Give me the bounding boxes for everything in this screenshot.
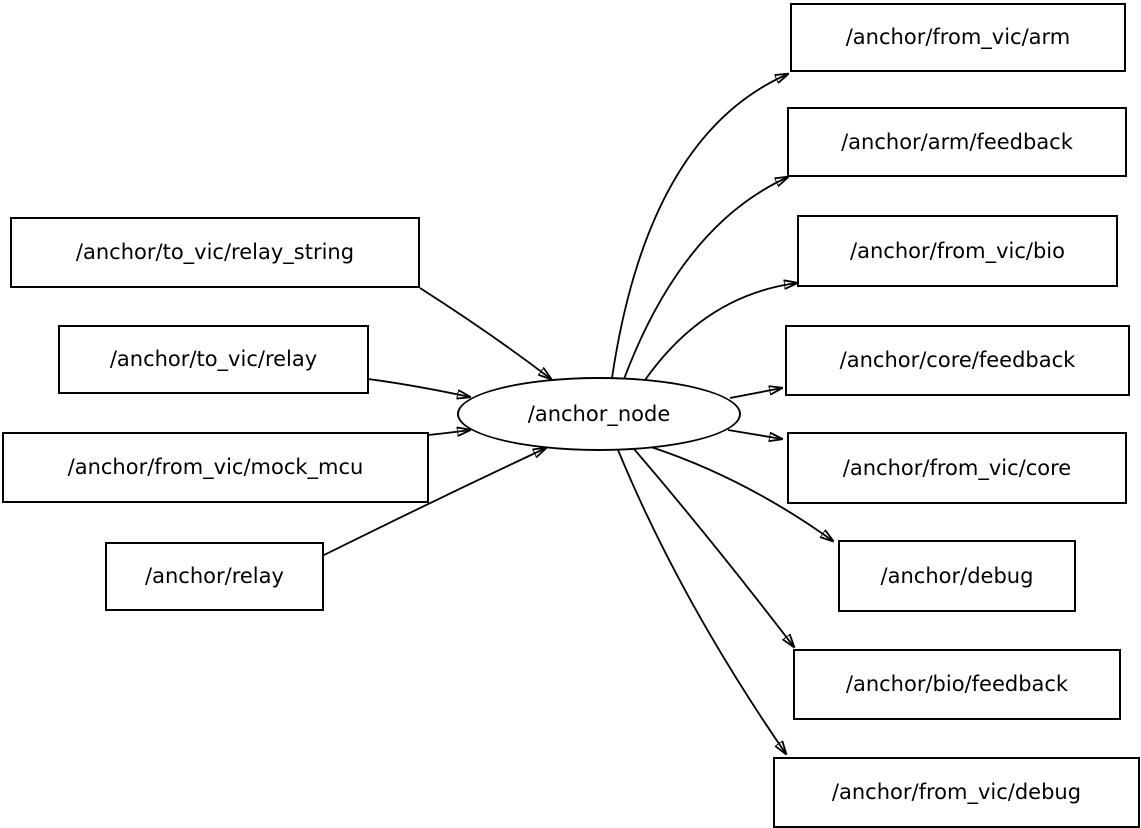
topic-node-anchor-from-vic-debug: /anchor/from_vic/debug [773,757,1140,828]
edge-anchor-node-to-from-vic-debug [617,449,786,754]
topic-label: /anchor/from_vic/core [842,455,1072,480]
topic-label: /anchor/to_vic/relay_string [75,240,355,264]
edge-anchor-node-to-arm-feedback [623,177,788,380]
topic-node-anchor-to-vic-relay: /anchor/to_vic/relay [58,325,369,394]
edge-anchor-node-to-debug [650,446,833,541]
topic-label: /anchor/core/feedback [839,348,1076,372]
topic-label: /anchor/relay [145,564,284,588]
edge-relay-to-anchor-node [321,448,546,557]
topic-node-anchor-bio-feedback: /anchor/bio/feedback [793,649,1121,720]
topic-label: /anchor/from_vic/arm [845,25,1071,49]
edge-to-vic-relay-string-to-anchor-node [419,287,551,379]
topic-label: /anchor/arm/feedback [841,129,1073,154]
topic-node-anchor-relay: /anchor/relay [105,542,324,611]
topic-label: /anchor/bio/feedback [845,672,1069,696]
edge-from-vic-mock-mcu-to-anchor-node [427,430,470,435]
edge-to-vic-relay-to-anchor-node [367,378,470,397]
ros-node-anchor-node: /anchor_node [457,377,741,451]
topic-node-anchor-to-vic-relay-string: /anchor/to_vic/relay_string [10,217,420,288]
topic-node-anchor-core-feedback: /anchor/core/feedback [785,325,1130,396]
topic-label: /anchor/from_vic/mock_mcu [67,455,364,479]
topic-node-anchor-from-vic-core: /anchor/from_vic/core [787,432,1127,504]
edge-anchor-node-to-core-feedback [729,388,782,399]
topic-node-anchor-from-vic-mock-mcu: /anchor/from_vic/mock_mcu [2,432,429,503]
node-label: /anchor_node [527,401,671,426]
topic-node-anchor-from-vic-bio: /anchor/from_vic/bio [797,215,1118,287]
topic-node-anchor-from-vic-arm: /anchor/from_vic/arm [790,3,1126,72]
edge-anchor-node-to-from-vic-arm [611,74,788,379]
topic-label: /anchor/debug [880,563,1034,588]
edge-anchor-node-to-from-vic-core [727,429,782,439]
topic-label: /anchor/from_vic/bio [850,238,1065,263]
edge-anchor-node-to-bio-feedback [633,448,794,647]
topic-label: /anchor/from_vic/debug [831,780,1082,804]
topic-node-anchor-arm-feedback: /anchor/arm/feedback [787,107,1127,177]
edge-anchor-node-to-from-vic-bio [644,283,797,381]
topic-node-anchor-debug: /anchor/debug [838,540,1076,612]
topic-label: /anchor/to_vic/relay [109,347,318,371]
